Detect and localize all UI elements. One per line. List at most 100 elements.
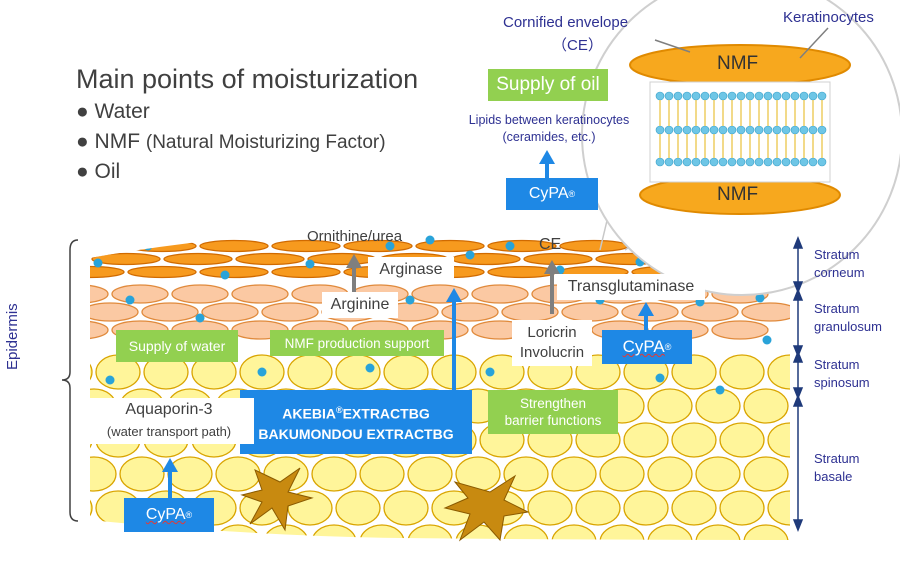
spinous-cell: [647, 456, 693, 492]
corneocyte: [271, 239, 341, 253]
layer-line2: corneum: [814, 265, 865, 280]
water-dot: [105, 375, 115, 385]
lipid-head: [736, 91, 746, 101]
point-oil: ● Oil: [76, 160, 120, 184]
lipid-head: [682, 125, 692, 135]
lipid-head: [691, 125, 701, 135]
bakumondou-extract-text: BAKUMONDOU EXTRACTBG: [258, 425, 454, 442]
lipid-head: [655, 157, 665, 167]
strengthen-line1: Strengthen: [519, 396, 587, 411]
aquaporin-text: Aquaporin-3: [125, 401, 213, 418]
spinous-cell: [719, 354, 765, 390]
corneocyte: [163, 252, 233, 266]
spinous-cell: [90, 456, 117, 492]
lipid-head: [700, 157, 710, 167]
lipid-head: [745, 157, 755, 167]
spinous-cell: [119, 456, 165, 492]
lipid-head: [682, 91, 692, 101]
granular-cell: [681, 302, 739, 322]
lipid-head: [736, 157, 746, 167]
lipid-head: [745, 125, 755, 135]
water-dot: [485, 367, 495, 377]
lipid-head: [763, 157, 773, 167]
layer-line1: Stratum: [814, 357, 860, 372]
water-dot: [143, 241, 153, 251]
lipids-sub-label: (ceramides, etc.): [502, 130, 596, 144]
akebia-text: AKEBIA: [282, 405, 336, 422]
cornified-envelope-label: Cornified envelope: [503, 14, 629, 31]
spinous-cell: [551, 456, 597, 492]
point-nmf: ● NMF (Natural Moisturizing Factor): [76, 130, 386, 154]
cypa-bottom-box: CyPA®: [124, 498, 214, 532]
cypa-text: CyPA: [145, 506, 186, 523]
ce-abbr-label: （CE）: [552, 37, 603, 54]
layer-line2: granulosum: [814, 319, 882, 334]
water-dot: [505, 241, 515, 251]
layer-line1: Stratum: [814, 451, 860, 466]
corneocyte: [307, 252, 377, 266]
cypa-inset-box: CyPA®: [506, 178, 598, 210]
lipid-head: [700, 91, 710, 101]
water-dot: [425, 235, 435, 245]
layer-basale-label: Stratum basale: [814, 450, 860, 486]
point-water: ● Water: [76, 100, 150, 124]
lipid-head: [691, 157, 701, 167]
supply-of-oil-box: Supply of oil: [488, 69, 608, 101]
granular-cell: [90, 320, 109, 340]
granular-cell: [90, 302, 139, 322]
spinous-cell: [359, 524, 405, 540]
lipid-head: [781, 125, 791, 135]
spinous-cell: [575, 490, 621, 526]
spinous-cell: [311, 524, 357, 540]
corneocyte: [199, 239, 269, 253]
spinous-cell: [263, 524, 309, 540]
corneocyte: [127, 265, 197, 279]
lipid-head: [799, 157, 809, 167]
reg-mark: ®: [335, 405, 343, 416]
lipid-head: [799, 91, 809, 101]
layer-line2: basale: [814, 469, 853, 484]
cypa-text: CyPA: [622, 337, 665, 356]
water-dot: [405, 295, 415, 305]
lipid-head: [709, 91, 719, 101]
spinous-cell: [767, 490, 790, 526]
spinous-cell: [599, 524, 645, 540]
water-dot: [125, 295, 135, 305]
lipid-head: [772, 91, 782, 101]
lipid-head: [718, 125, 728, 135]
akebia-rest-text: EXTRACTBG: [342, 405, 430, 422]
corneocyte: [90, 265, 125, 279]
lipid-head: [808, 125, 818, 135]
granular-cell: [171, 284, 229, 304]
spinous-cell: [743, 456, 789, 492]
gray-arrows: [346, 254, 560, 314]
granular-cell: [201, 302, 259, 322]
water-dot: [220, 270, 230, 280]
lipid-head: [790, 91, 800, 101]
corneocyte: [271, 265, 341, 279]
layer-line2: spinosum: [814, 375, 870, 390]
epidermis-brace: [61, 239, 79, 522]
lipid-head: [664, 125, 674, 135]
arginase-label: Arginase: [368, 257, 454, 283]
cypa-text: CyPA: [528, 185, 569, 202]
water-dot: [93, 258, 103, 268]
lipid-head: [817, 125, 827, 135]
granular-cell: [471, 284, 529, 304]
spinous-cell: [167, 456, 213, 492]
keratinocytes-label: Keratinocytes: [783, 9, 874, 26]
water-dot: [365, 363, 375, 373]
granular-cell: [90, 284, 109, 304]
corneocyte: [523, 252, 593, 266]
lipid-head: [817, 157, 827, 167]
corneocyte: [199, 265, 269, 279]
lipid-head: [727, 157, 737, 167]
spinous-cell: [671, 490, 717, 526]
reg-mark: ®: [185, 510, 193, 520]
lipid-head: [664, 91, 674, 101]
point-note: (Natural Moisturizing Factor): [145, 132, 386, 153]
granular-cell: [561, 302, 619, 322]
lipid-head: [691, 91, 701, 101]
